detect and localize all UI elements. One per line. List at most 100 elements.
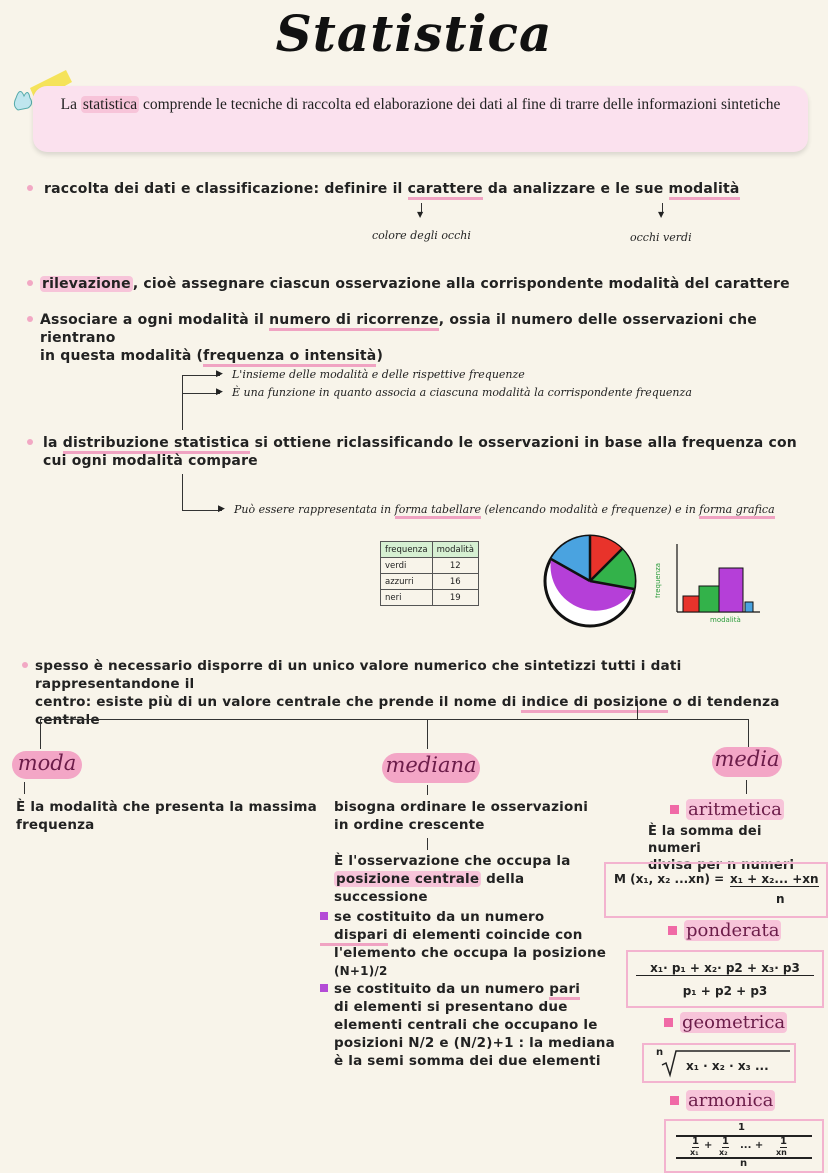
mediana-s2e: è la semi somma dei due elementi — [334, 1053, 601, 1069]
branch-line — [182, 375, 220, 376]
formula-ponderata: x₁· p₁ + x₂· p2 + x₃· p3 p₁ + p2 + p3 — [626, 950, 824, 1008]
bullet-rilevazione: rilevazione, cioè assegnare ciascun osse… — [40, 275, 820, 293]
b3-line2a: in questa modalità ( — [40, 348, 204, 364]
arrow-line — [421, 203, 422, 213]
formula-aritmetica: M (x₁, x₂ ...xn) = x₁ + x₂... +xn n — [604, 862, 828, 918]
b5-ind: indice di posizione — [521, 694, 668, 713]
tree-line — [748, 719, 749, 749]
b2-rest: , cioè assegnare ciascun osservazione al… — [132, 276, 790, 292]
tree-line — [427, 785, 428, 795]
b4-line2: cui ogni modalità compare — [43, 453, 258, 469]
bullet-raccolta: raccolta dei dati e classificazione: def… — [44, 180, 824, 200]
table-row: verdi 12 — [380, 557, 479, 574]
mediana-dispari-word: dispari — [320, 927, 388, 946]
tree-line — [746, 780, 747, 794]
armonica-label: armonica — [686, 1090, 776, 1111]
intro-box: La statistica comprende le tecniche di r… — [33, 86, 808, 152]
ponderata-label: ponderata — [684, 920, 782, 941]
table-row: azzurri 16 — [380, 573, 479, 590]
branch-line — [182, 375, 183, 430]
fraction-bar — [676, 1135, 812, 1137]
b3-line2b: ) — [376, 348, 384, 364]
mediana-text: bisogna ordinare le osservazioni in ordi… — [334, 798, 604, 834]
histogram-xlabel: modalità — [710, 616, 741, 624]
f2-num: x₁· p₁ + x₂· p2 + x₃· p3 — [636, 961, 814, 976]
f1-den: n — [776, 892, 785, 906]
square-bullet-icon — [320, 912, 328, 920]
bullet-dot — [27, 316, 33, 322]
mediana-pos: posizione centrale — [334, 871, 482, 887]
repr-text: Può essere rappresentata in forma tabell… — [234, 503, 824, 519]
mediana-s1c: l'elemento che occupa la posizione — [334, 945, 607, 961]
arrow-down-icon: ▼ — [658, 210, 665, 219]
arrow-down-icon: ▼ — [417, 210, 424, 219]
table-cell: azzurri — [380, 573, 433, 590]
f4-top: 1 — [738, 1122, 745, 1133]
table-cell: 19 — [431, 589, 479, 606]
note-colore: colore degli occhi — [372, 229, 471, 242]
aritmetica-desc: È la somma dei numeri divisa per n numer… — [648, 823, 818, 874]
branch-line — [182, 393, 220, 394]
moda-label: moda — [12, 751, 82, 779]
media-armonica: armonica — [670, 1090, 776, 1111]
mediana-s1b: di elementi coincide con — [387, 927, 583, 943]
f4-a: 1 — [692, 1136, 699, 1148]
table-cell: 16 — [431, 573, 479, 590]
f4-cd: xn — [776, 1148, 787, 1157]
arrow-line — [662, 203, 663, 213]
frequency-table: frequenza modalità verdi 12 azzurri 16 n… — [380, 541, 479, 606]
media-aritmetica: aritmetica — [670, 799, 784, 820]
repr-graf: forma grafica — [699, 503, 775, 519]
bullet-dot — [27, 185, 33, 191]
fraction-bar — [676, 1157, 812, 1159]
branch-insieme: L'insieme delle modalità e delle rispett… — [232, 368, 525, 381]
arrow-right-icon: ▶ — [216, 369, 223, 379]
table-cell: neri — [380, 589, 433, 606]
b1-carattere: carattere — [407, 181, 483, 200]
mediana-dispari: se costituito da un numero dispari di el… — [320, 908, 620, 980]
b2-rilevazione: rilevazione — [40, 276, 133, 292]
table-cell: verdi — [380, 557, 433, 574]
square-bullet-icon — [670, 805, 679, 814]
mediana-l1: bisogna ordinare le osservazioni — [334, 799, 589, 815]
bullet-dot — [27, 439, 33, 445]
root-icon — [661, 1050, 790, 1078]
b3-freq: frequenza o intensità — [203, 348, 377, 367]
f4-b: 1 — [722, 1136, 729, 1148]
moda-text2: frequenza — [16, 817, 95, 833]
bullet-indice: spesso è necessario disporre di un unico… — [35, 657, 825, 729]
bullet-associare: Associare a ogni modalità il numero di r… — [40, 311, 820, 367]
histogram-drawing: frequenza modalità — [655, 544, 760, 624]
arrow-right-icon: ▶ — [218, 504, 225, 514]
b4-dist: distribuzione statistica — [62, 435, 250, 454]
aritmetica-l2: divisa per n numeri — [648, 858, 795, 873]
b3-num: numero di ricorrenze — [269, 312, 439, 331]
mediana-s1d: (N+1)/2 — [334, 964, 388, 978]
f1-num: x₁ + x₂... +xn — [730, 872, 819, 887]
mediana-l2: in ordine crescente — [334, 817, 485, 833]
branch-line — [182, 510, 222, 511]
table-cell: 12 — [431, 557, 479, 574]
f4-c: 1 — [780, 1136, 787, 1148]
mediana-s2a: se costituito da un numero — [334, 981, 550, 997]
formula-armonica: 1 1 x₁ + 1 x₂ ... + 1 xn n — [664, 1119, 824, 1173]
aritmetica-l1: È la somma dei numeri — [648, 824, 762, 856]
table-header: frequenza — [380, 541, 433, 558]
intro-part1: La — [60, 96, 81, 113]
f4-ad: x₁ — [690, 1148, 699, 1157]
f2-den: p₁ + p2 + p3 — [682, 984, 768, 998]
b4-text: la — [43, 435, 63, 451]
mediana-pari: se costituito da un numero pari di eleme… — [320, 980, 620, 1070]
bullet-distribuzione: la distribuzione statistica si ottiene r… — [43, 434, 823, 470]
mediana-s2b: di elementi si presentano due — [334, 999, 568, 1015]
square-bullet-icon — [320, 984, 328, 992]
f3-body: x₁ · x₂ · x₃ ... — [686, 1059, 769, 1073]
tree-line — [40, 719, 748, 720]
mediana-s2c: elementi centrali che occupano le — [334, 1017, 598, 1033]
b3-text: Associare a ogni modalità il — [40, 312, 270, 328]
b4-text2: si ottiene riclassificando le osservazio… — [249, 435, 797, 451]
note-occhi: occhi verdi — [630, 231, 692, 244]
media-label: media — [712, 747, 782, 777]
repr-t2: (elencando modalità e frequenze) e in — [480, 503, 700, 516]
bullet-dot — [22, 662, 28, 668]
